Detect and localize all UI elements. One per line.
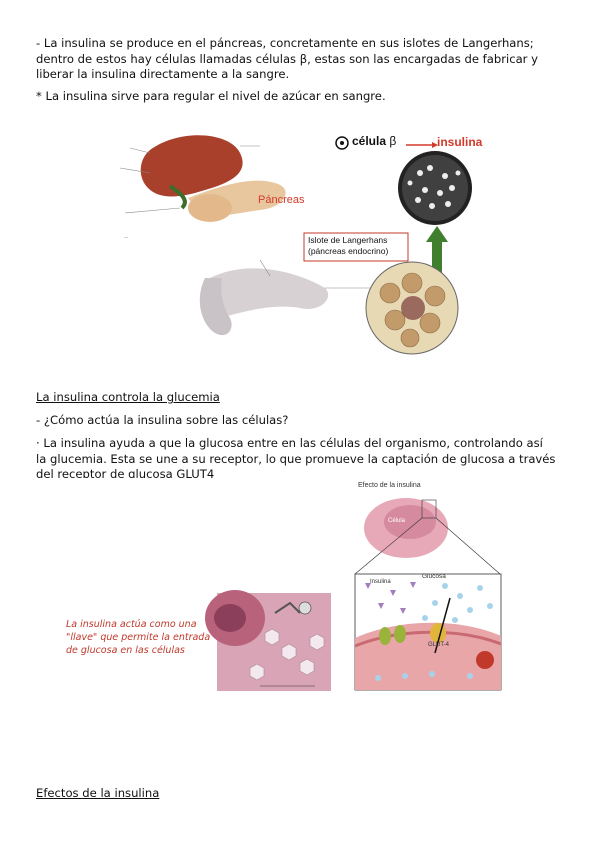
pancreas-illustration: —	[119, 135, 472, 355]
islet-box-line1: Islote de Langerhans	[308, 235, 388, 245]
cell-label-small: Célula	[388, 518, 406, 524]
question-line: - ¿Cómo actúa la insulina sobre las célu…	[36, 413, 289, 427]
key-caption-line2: "llave" que permite la entrada	[66, 632, 211, 643]
section-heading-effects: Efectos de la insulina	[36, 786, 160, 800]
key-caption-line1: La insulina actúa como una	[66, 619, 197, 630]
effect-illustration	[205, 498, 502, 691]
islet-box-label: Islote de Langerhans (páncreas endocrino…	[308, 235, 388, 257]
insulin-effect-figure: Efecto de la insulina	[60, 478, 510, 693]
glucose-label: Glucosa	[422, 573, 446, 580]
cell-beta-label: célula β	[352, 134, 396, 148]
cell-label: célula	[352, 134, 387, 148]
effect-title: Efecto de la insulina	[358, 482, 421, 489]
mechanism-paragraph: · La insulina ayuda a que la glucosa ent…	[36, 436, 556, 478]
key-caption: La insulina actúa como una "llave" que p…	[66, 618, 216, 657]
mechanism-paragraph-clip: · La insulina ayuda a que la glucosa ent…	[36, 436, 556, 478]
beta-symbol: β	[389, 134, 397, 148]
insulin-small-label: Insulina	[370, 579, 391, 585]
pancreas-label: Páncreas	[258, 194, 305, 206]
key-caption-line3: de glucosa en las células	[66, 645, 185, 656]
svg-text:—: —	[124, 234, 128, 239]
purpose-sentence: * La insulina sirve para regular el nive…	[36, 89, 386, 103]
pancreas-figure: — Páncreas célula β insulina Islote de L…	[110, 128, 500, 363]
insulin-label: insulina	[437, 135, 483, 149]
intro-paragraph: - La insulina se produce en el páncreas,…	[36, 36, 538, 81]
section-heading-glycemia: La insulina controla la glucemia	[36, 390, 220, 404]
glut4-label: GLUT-4	[428, 642, 450, 648]
islet-box-line2: (páncreas endocrino)	[308, 246, 389, 256]
